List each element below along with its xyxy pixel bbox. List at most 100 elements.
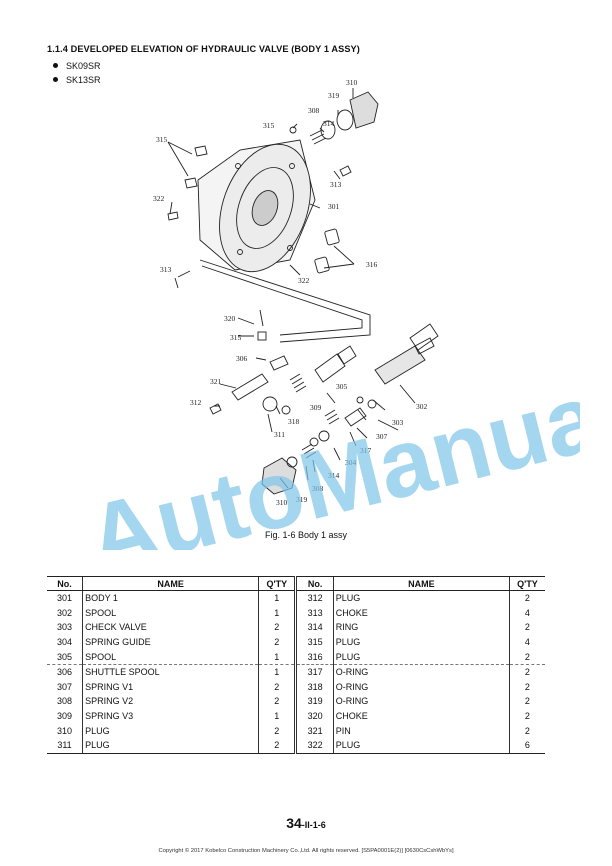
cell-name1: SPRING GUIDE — [82, 634, 259, 650]
cell-no1: 305 — [47, 649, 83, 665]
cell-no1: 309 — [57, 711, 73, 722]
callout-label: 319 — [296, 495, 308, 504]
cell-qty2: 2 — [508, 708, 545, 724]
cell-no1: 307 — [57, 681, 73, 692]
cell-no1: 306 — [57, 667, 73, 678]
callout-label: 307 — [376, 432, 388, 441]
cell-no2: 319 — [294, 694, 334, 709]
callout-label: 320 — [224, 314, 236, 323]
callout-label: 313 — [330, 180, 342, 189]
page-title: 1.1.4 DEVELOPED ELEVATION OF HYDRAULIC V… — [47, 44, 360, 54]
cell-qty1: 2 — [258, 620, 296, 635]
bullet-icon — [53, 63, 58, 68]
cell-name2: CHOKE — [332, 708, 510, 724]
cell-name1: SPRING V2 — [82, 694, 259, 709]
cell-qty2: 4 — [508, 605, 545, 621]
cell-name2: O-RING — [332, 664, 510, 680]
cell-qty1: 2 — [258, 737, 296, 754]
callout-label: 314 — [323, 119, 335, 128]
model-label: SK13SR — [66, 75, 101, 85]
callout-label: 322 — [153, 194, 165, 203]
callout-label: 315 — [230, 333, 242, 342]
cell-name2: PLUG — [332, 634, 510, 650]
cell-qty2: 4 — [508, 634, 545, 650]
cell-no1: 311 — [47, 737, 83, 754]
cell-qty2: 2 — [508, 679, 545, 695]
callout-label: 304 — [345, 458, 357, 467]
bullet-icon — [53, 77, 58, 82]
page-number: 34-II-1-6 — [0, 815, 612, 831]
cell-no2: 317 — [294, 664, 334, 680]
cell-qty1: 2 — [258, 679, 296, 695]
col-header-no-2: No. — [294, 576, 334, 591]
exploded-view-figure: 310 319 308 314 315 315 313 322 301 316 … — [140, 70, 470, 515]
callout-label: 310 — [276, 498, 288, 507]
cell-name2: PIN — [332, 723, 510, 738]
callout-label: 302 — [416, 402, 428, 411]
callout-label: 322 — [298, 276, 310, 285]
page-number-suffix: -II-1-6 — [301, 820, 326, 830]
cell-no2: 322 — [294, 737, 334, 754]
model-label: SK09SR — [66, 61, 101, 71]
cell-qty1: 1 — [258, 649, 296, 665]
callout-label: 305 — [336, 382, 348, 391]
callout-labels: 310 319 308 314 315 315 313 322 301 316 … — [153, 78, 428, 507]
callout-label: 311 — [274, 430, 285, 439]
callout-label: 319 — [328, 91, 340, 100]
model-item: SK13SR — [53, 73, 101, 87]
cell-qty1: 1 — [258, 664, 296, 680]
cell-no2: 315 — [294, 634, 334, 650]
col-header-qty: Q'TY — [258, 576, 296, 591]
callout-label: 303 — [392, 418, 404, 427]
callout-label: 310 — [346, 78, 358, 87]
page-number-main: 34 — [286, 815, 302, 831]
callout-label: 317 — [360, 446, 372, 455]
cell-qty1: 2 — [258, 694, 296, 709]
cell-name2: PLUG — [332, 737, 510, 754]
cell-name1: SPOOL — [82, 605, 259, 621]
model-item: SK09SR — [53, 59, 101, 73]
callout-label: 301 — [328, 202, 340, 211]
cell-name1: PLUG — [82, 737, 259, 754]
col-header-name: NAME — [82, 576, 259, 591]
cell-qty2: 2 — [508, 664, 545, 680]
cell-name1: SPRING V3 — [82, 708, 259, 724]
callout-label: 309 — [310, 403, 322, 412]
col-header-no: No. — [47, 576, 83, 591]
callout-label: 315 — [156, 135, 168, 144]
callout-label: 313 — [160, 265, 172, 274]
cell-qty2: 2 — [508, 620, 545, 635]
cell-qty2: 2 — [508, 649, 545, 665]
cell-no2: 314 — [294, 620, 334, 635]
cell-no1: 310 — [57, 725, 73, 736]
cell-no1: 308 — [57, 696, 73, 707]
cell-qty1: 2 — [258, 723, 296, 738]
callout-label: 315 — [263, 121, 275, 130]
callout-label: 312 — [190, 398, 202, 407]
cell-name1: PLUG — [82, 723, 259, 738]
cell-name2: PLUG — [332, 649, 510, 665]
callout-label: 308 — [308, 106, 320, 115]
cell-qty2: 6 — [508, 737, 545, 754]
cell-no2: 321 — [294, 723, 334, 738]
valve-drawing — [167, 88, 439, 495]
cell-name2: O-RING — [332, 694, 510, 709]
cell-qty2: 2 — [508, 590, 545, 606]
cell-no2: 320 — [294, 708, 334, 724]
cell-no2: 313 — [294, 605, 334, 621]
callout-label: 314 — [328, 471, 340, 480]
copyright-notice: Copyright © 2017 Kobelco Construction Ma… — [158, 848, 454, 854]
cell-no2: 318 — [294, 679, 334, 695]
col-header-name-2: NAME — [332, 576, 510, 591]
